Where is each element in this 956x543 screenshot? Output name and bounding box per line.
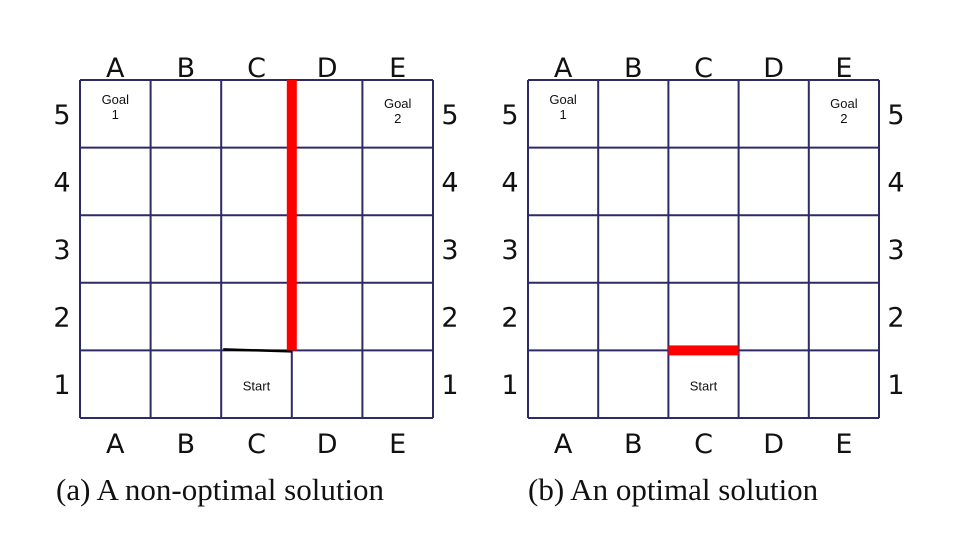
row-label-right: 1 — [887, 370, 904, 401]
column-label-top: E — [389, 53, 406, 84]
thin-boundary-line — [223, 348, 292, 353]
row-label-right: 2 — [441, 303, 458, 334]
row-label-left: 2 — [53, 303, 70, 334]
row-label-left: 5 — [53, 100, 70, 131]
row-label-left: 4 — [53, 167, 70, 198]
column-label-bottom: C — [247, 429, 266, 460]
column-label-top: D — [317, 53, 338, 84]
row-label-left: 5 — [501, 100, 518, 131]
wall-horizontal — [668, 345, 739, 356]
column-label-bottom: E — [389, 429, 406, 460]
column-label-bottom: C — [694, 429, 713, 460]
column-label-bottom: E — [835, 429, 852, 460]
row-label-right: 4 — [441, 167, 458, 198]
wall-vertical — [286, 80, 297, 351]
row-label-right: 3 — [441, 235, 458, 266]
column-label-bottom: B — [624, 429, 643, 460]
column-label-top: C — [247, 53, 266, 84]
row-label-right: 4 — [887, 167, 904, 198]
row-label-right: 5 — [441, 100, 458, 131]
panel-caption: (b) An optimal solution — [528, 472, 819, 507]
column-label-top: E — [835, 53, 852, 84]
panel-caption: (a) A non-optimal solution — [56, 472, 385, 507]
column-label-bottom: A — [106, 429, 125, 460]
start-cell-label: Start — [243, 378, 271, 393]
row-label-right: 1 — [441, 370, 458, 401]
row-label-left: 4 — [501, 167, 518, 198]
column-label-bottom: B — [177, 429, 196, 460]
column-label-top: D — [763, 53, 784, 84]
row-label-left: 1 — [501, 370, 518, 401]
column-label-bottom: D — [317, 429, 338, 460]
row-label-right: 5 — [887, 100, 904, 131]
row-label-right: 3 — [887, 235, 904, 266]
row-label-left: 2 — [501, 303, 518, 334]
row-label-left: 1 — [53, 370, 70, 401]
column-label-bottom: D — [763, 429, 784, 460]
row-label-left: 3 — [53, 235, 70, 266]
column-label-top: B — [177, 53, 196, 84]
column-label-top: A — [106, 53, 125, 84]
column-label-top: B — [624, 53, 643, 84]
start-cell-label: Start — [690, 378, 718, 393]
row-label-right: 2 — [887, 303, 904, 334]
column-label-bottom: A — [554, 429, 573, 460]
column-label-top: A — [554, 53, 573, 84]
row-label-left: 3 — [501, 235, 518, 266]
column-label-top: C — [694, 53, 713, 84]
